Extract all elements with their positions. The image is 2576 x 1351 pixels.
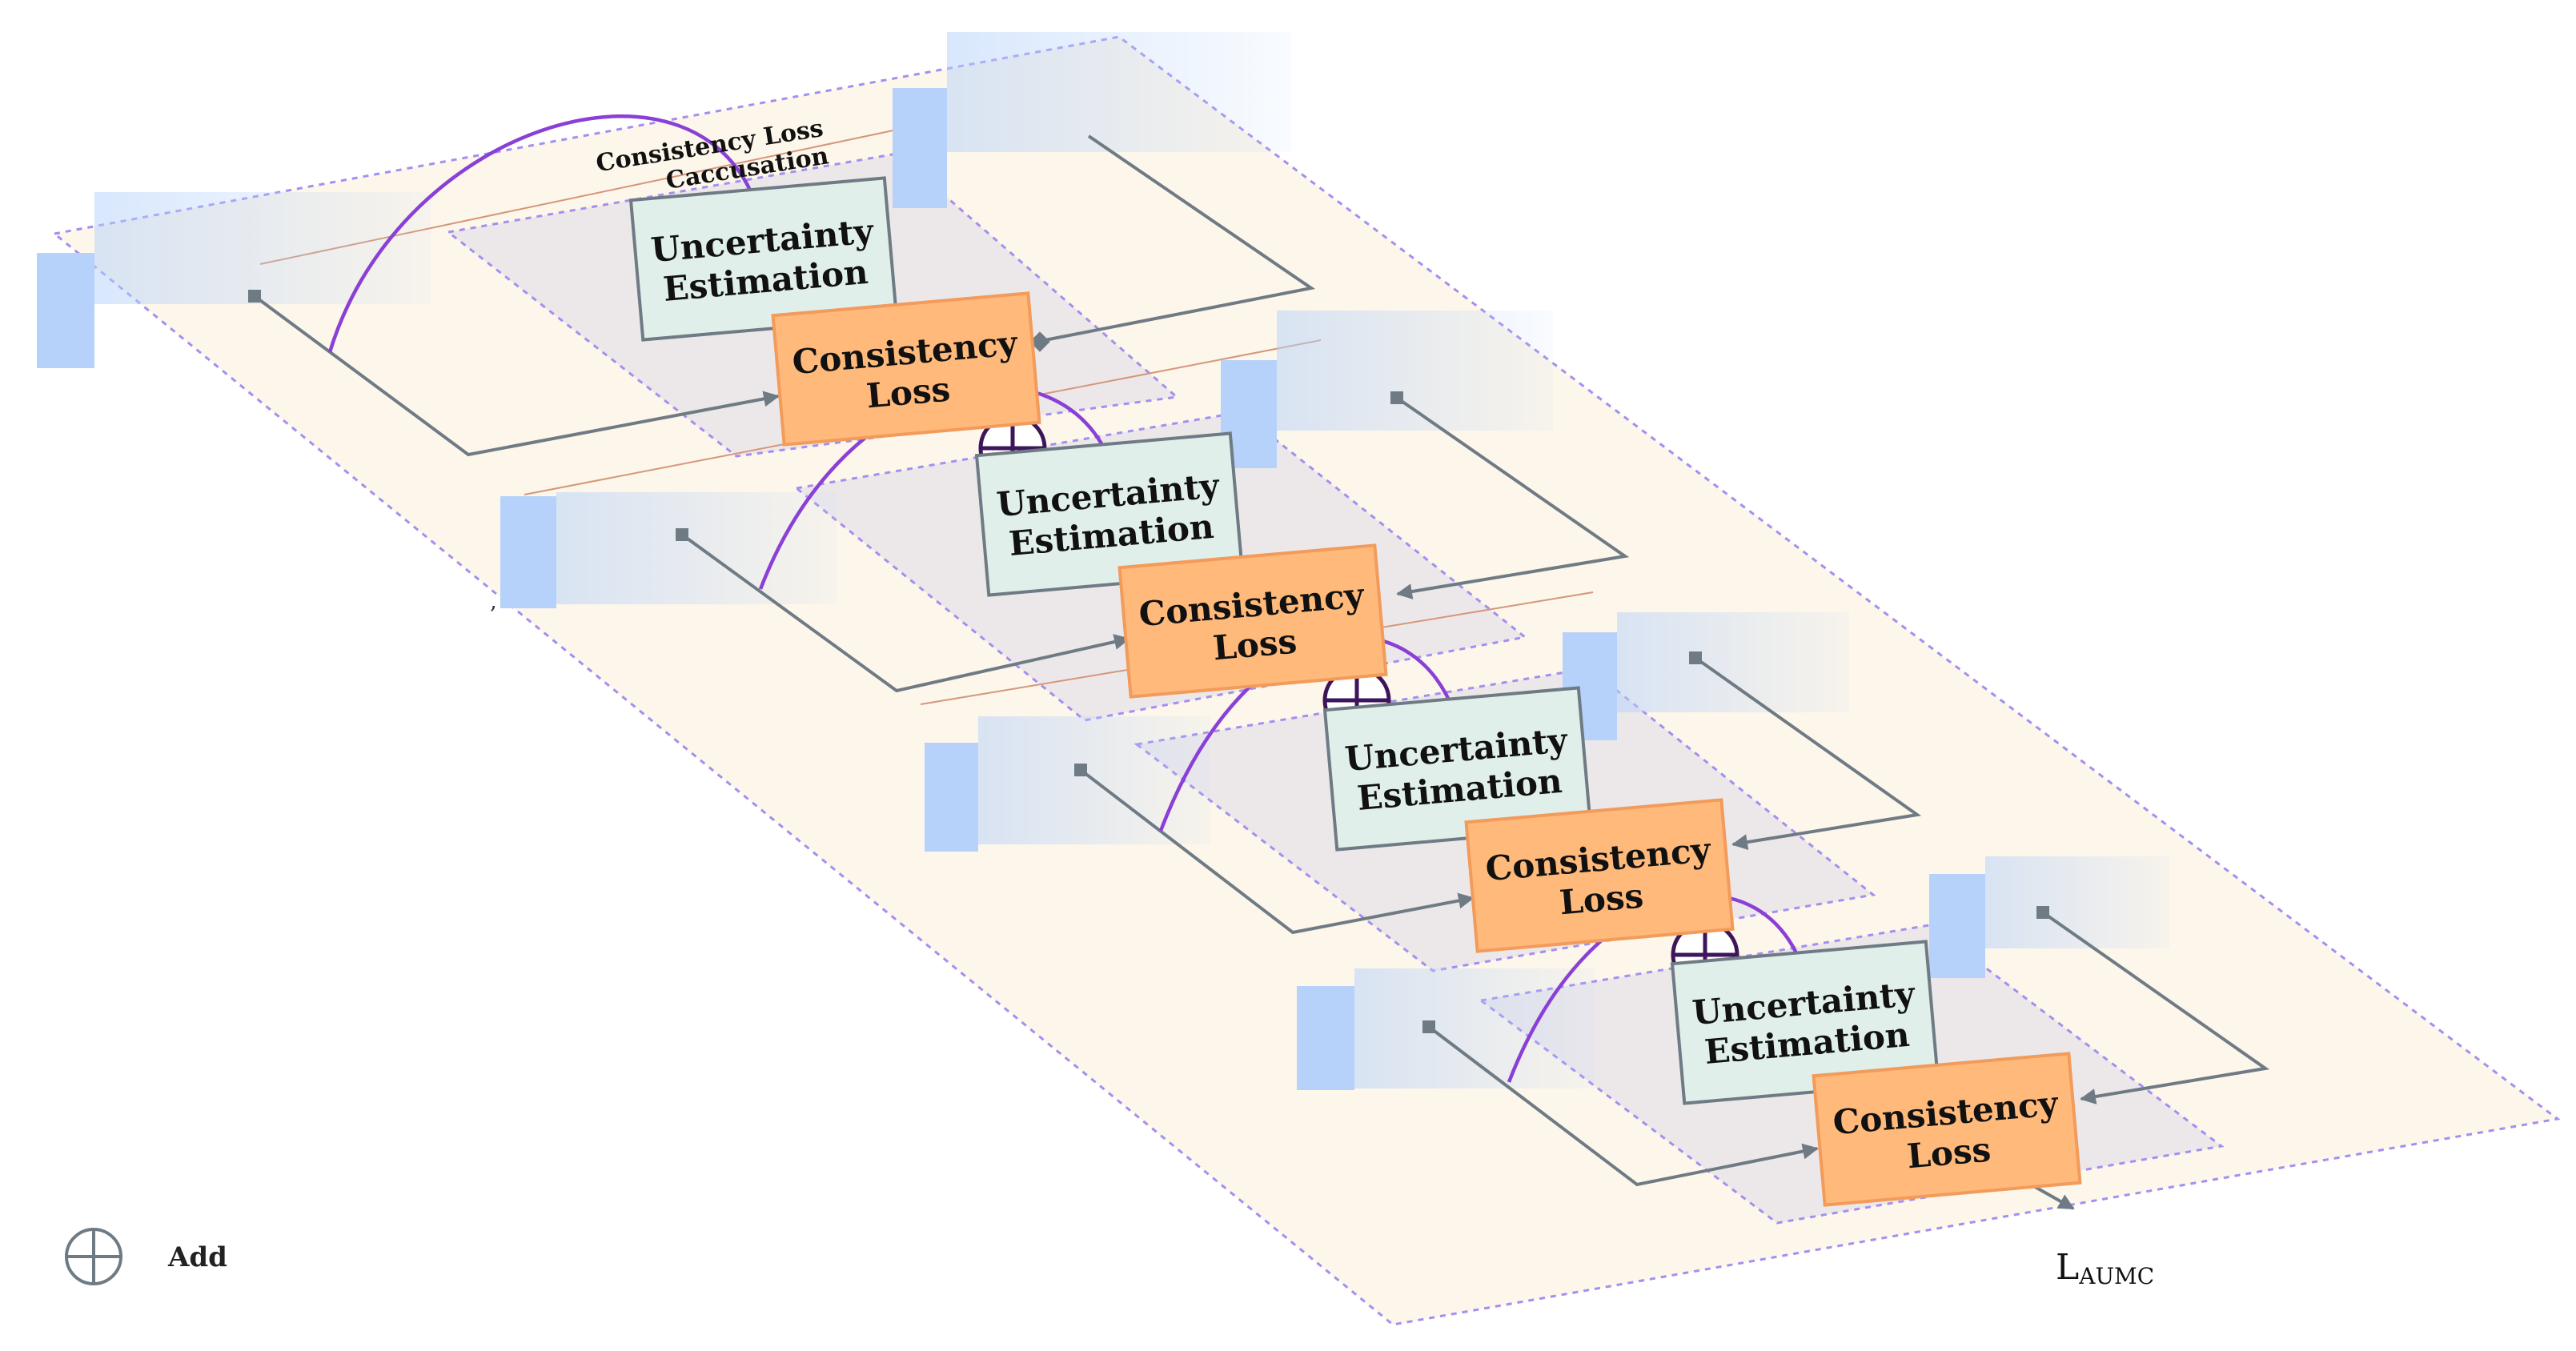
cl-label-line2: Loss (1905, 1129, 1992, 1176)
feature-map-left-1 (37, 192, 431, 368)
uncertainty-estimation-block-3: Uncertainty Estimation (1322, 686, 1593, 852)
output-label-subscript: AUMC (2078, 1263, 2154, 1289)
output-label-main: L (2056, 1247, 2079, 1288)
output-label: LAUMC (2056, 1247, 2154, 1289)
add-circle-icon (65, 1228, 122, 1285)
left-connectors (248, 290, 1819, 1187)
legend-add-label: Add (167, 1241, 227, 1273)
consistency-loss-block-1: Consistency Loss (771, 291, 1041, 447)
consistency-loss-block-4: Consistency Loss (1812, 1052, 2082, 1207)
feature-map-left-2 (500, 492, 837, 608)
stray-mark: , (490, 587, 497, 614)
legend: Add (65, 1228, 227, 1285)
feature-map-left-4 (1297, 968, 1595, 1090)
feature-map-right-3 (1563, 612, 1849, 740)
feature-map-right-1 (893, 32, 1291, 208)
cl-label-line2: Loss (1211, 621, 1298, 667)
feature-map-left-3 (925, 716, 1210, 852)
feature-map-right-4 (1929, 856, 2169, 978)
consistency-loss-block-3: Consistency Loss (1464, 798, 1735, 953)
svg-text:LAUMC: LAUMC (2056, 1247, 2154, 1289)
uncertainty-estimation-block-4: Uncertainty Estimation (1670, 940, 1940, 1105)
consistency-loss-block-2: Consistency Loss (1117, 543, 1388, 699)
uncertainty-estimation-block-1: Uncertainty Estimation (628, 176, 899, 342)
uncertainty-estimation-block-2: Uncertainty Estimation (974, 431, 1245, 597)
cl-label-line2: Loss (865, 369, 952, 415)
cl-label-line2: Loss (1558, 876, 1645, 922)
right-connectors (1029, 134, 2270, 1104)
